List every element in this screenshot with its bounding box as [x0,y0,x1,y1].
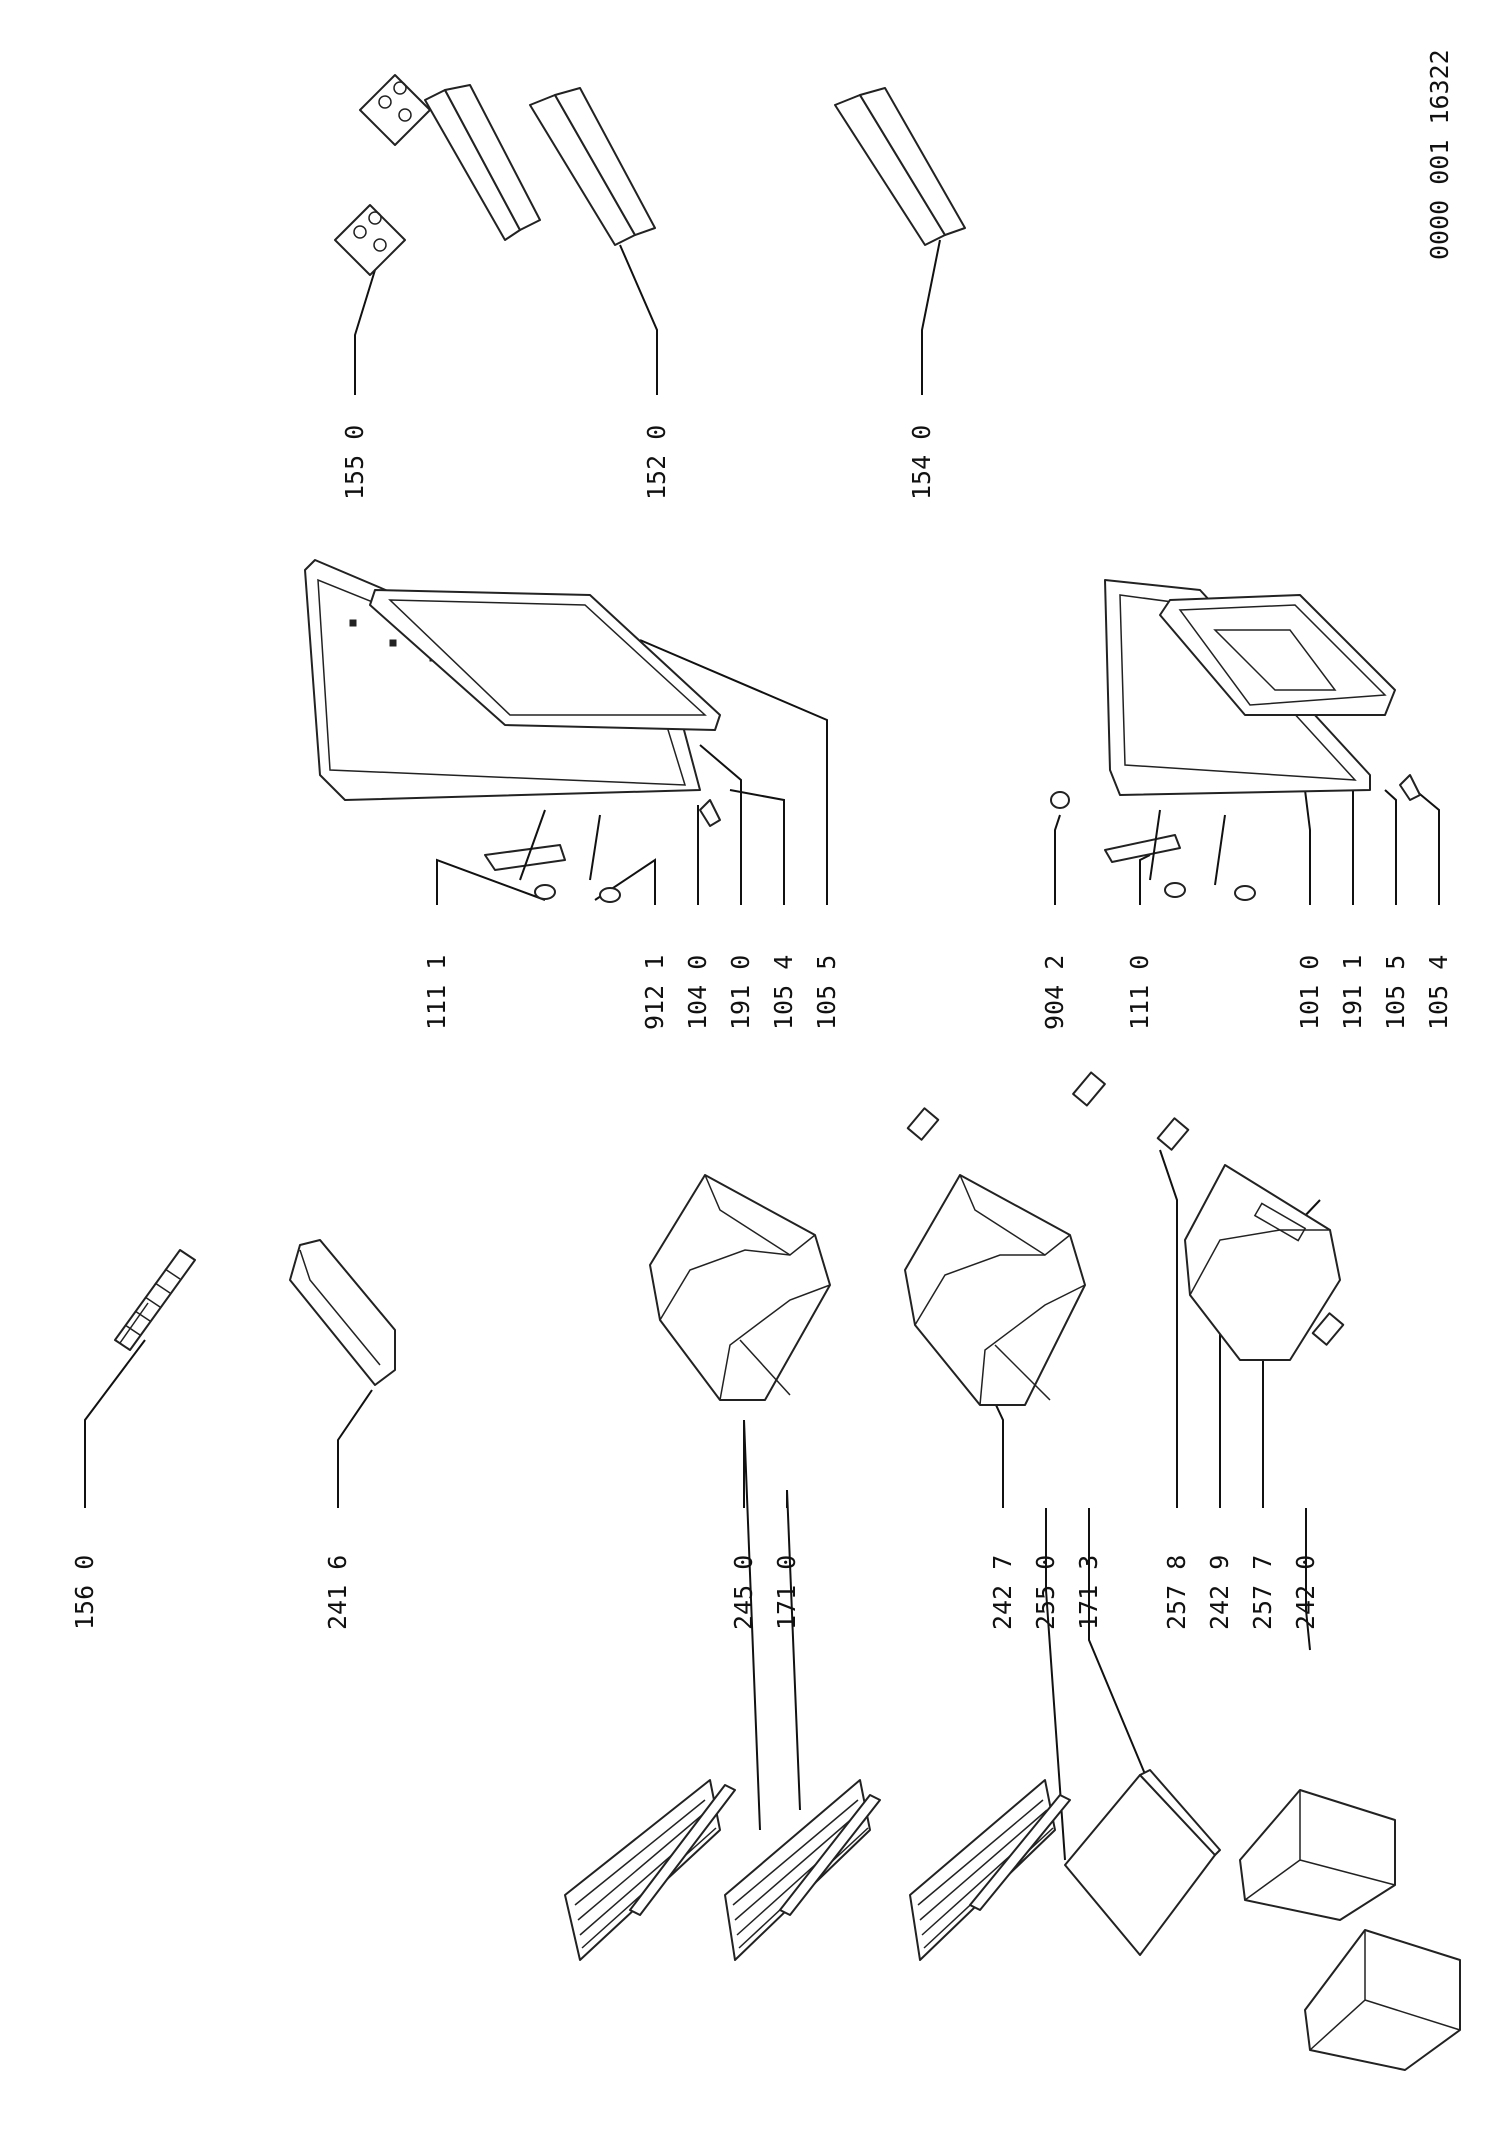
part-label-154-0: 154 0 [907,425,936,500]
part-label-155-0: 155 0 [340,425,369,500]
egg-tray-155 [334,74,431,276]
hinge-hardware-upper [484,799,721,903]
ice-tray-156 [114,1249,196,1351]
evaporator-tray-241 [289,1239,396,1386]
door-shelf-152 [529,87,656,246]
wire-shelf-2 [724,1779,881,1961]
part-labels: 156 0 241 6 245 0 171 0 242 7 255 0 171 … [70,425,1453,1630]
crisper-drawer-middle [904,1174,1086,1406]
storage-bin-1 [1239,1789,1396,1921]
door-shelf-154 [834,87,966,246]
storage-bin-2 [1304,1929,1461,2071]
part-label-191-0: 191 0 [726,955,755,1030]
door-gasket-191-1 [1159,594,1396,716]
part-label-245-0: 245 0 [729,1555,758,1630]
part-label-152-0: 152 0 [642,425,671,500]
hinge-hardware-lower [1050,774,1421,901]
part-label-105-4b: 105 4 [1424,955,1453,1030]
part-label-105-5: 105 5 [812,955,841,1030]
part-label-257-7: 257 7 [1248,1555,1277,1630]
wire-shelf-1 [564,1779,736,1961]
part-label-171-0: 171 0 [772,1555,801,1630]
leader-lines [84,239,1440,1861]
part-label-105-4: 105 4 [769,955,798,1030]
door-shelf-upper [424,84,541,241]
part-label-257-8: 257 8 [1162,1555,1191,1630]
part-label-104-0: 104 0 [683,955,712,1030]
part-label-111-1: 111 1 [422,955,451,1030]
part-label-241-6: 241 6 [323,1555,352,1630]
part-label-111-0: 111 0 [1125,955,1154,1030]
glass-shelf-255 [1064,1769,1221,1956]
drawer-clips [906,1071,1345,1346]
part-label-191-1: 191 1 [1338,955,1367,1030]
crisper-drawer-lower [1184,1164,1341,1361]
part-label-912-1: 912 1 [640,955,669,1030]
part-label-242-7: 242 7 [988,1555,1017,1630]
part-label-242-9: 242 9 [1205,1555,1234,1630]
part-label-904-2: 904 2 [1040,955,1069,1030]
wire-shelf-3 [909,1779,1071,1961]
part-label-101-0: 101 0 [1295,955,1324,1030]
part-label-105-5b: 105 5 [1381,955,1410,1030]
crisper-drawer-upper [649,1174,831,1401]
door-gasket-191-0 [369,589,721,731]
document-code: 0000 001 16322 [1425,49,1454,260]
part-label-156-0: 156 0 [70,1555,99,1630]
